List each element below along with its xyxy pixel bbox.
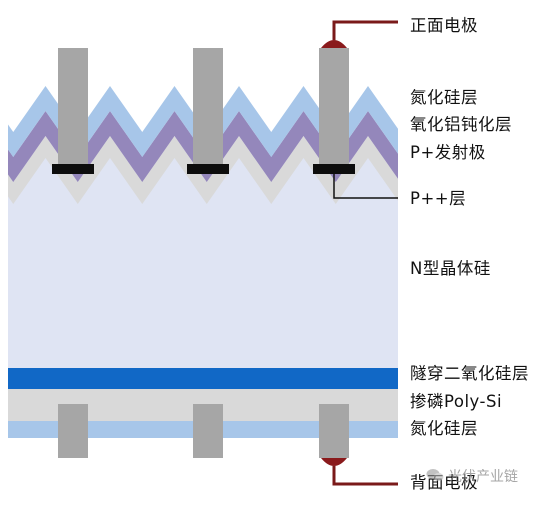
label-p-emitter: P+发射极 (410, 143, 486, 162)
label-pplus: P++层 (410, 189, 467, 208)
front-solder-bump (321, 40, 347, 48)
back-finger-3 (319, 404, 349, 458)
leader-back-electrode (332, 466, 398, 486)
front-finger-1 (58, 48, 88, 166)
label-front-electrode: 正面电极 (410, 16, 478, 35)
p-emitter-layer (8, 136, 398, 204)
tunnel-oxide-layer (8, 368, 398, 389)
label-alox: 氧化铝钝化层 (410, 115, 512, 134)
label-sin-top: 氮化硅层 (410, 88, 478, 107)
sin-top-layer (8, 86, 398, 157)
back-finger-2 (193, 404, 223, 458)
label-tunnel-oxide: 隧穿二氧化硅层 (410, 364, 529, 383)
chat-bubble-icon (426, 469, 444, 481)
pplus-contact-3 (313, 164, 355, 174)
front-finger-3 (319, 48, 349, 166)
cell-layers (8, 86, 398, 438)
pplus-contact-2 (187, 164, 229, 174)
pplus-contact-1 (52, 164, 94, 174)
label-poly-si: 掺磷Poly-Si (410, 392, 503, 411)
leader-pplus (333, 174, 398, 199)
label-n-si: N型晶体硅 (410, 259, 491, 278)
alox-passivation-layer (8, 111, 398, 182)
front-finger-2 (193, 48, 223, 166)
watermark: 光伏产业链 (448, 469, 518, 485)
back-solder-bump (321, 458, 347, 466)
back-finger-1 (58, 404, 88, 458)
leader-front-electrode (332, 20, 398, 40)
label-sin-bottom: 氮化硅层 (410, 419, 478, 438)
label-back-electrode: 背面电极 (410, 473, 478, 492)
